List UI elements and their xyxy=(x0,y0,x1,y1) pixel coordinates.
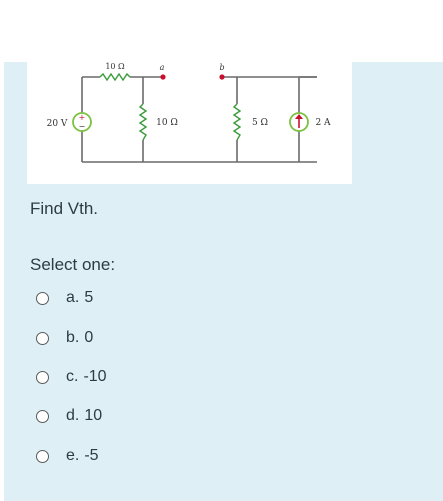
resistor-middle xyxy=(138,103,148,141)
option-text: -10 xyxy=(83,368,107,385)
terminal-b-label: b xyxy=(219,63,224,72)
radio-button[interactable] xyxy=(36,370,49,384)
resistor-middle-label: 10 Ω xyxy=(156,118,178,128)
option-a[interactable]: a. 5 xyxy=(36,287,93,309)
resistor-top xyxy=(99,72,131,82)
radio-button[interactable] xyxy=(36,409,49,423)
svg-text:−: − xyxy=(79,122,86,131)
terminal-a-label: a xyxy=(160,63,165,72)
current-source-icon xyxy=(289,112,309,132)
source-label: 20 V xyxy=(47,119,68,129)
option-letter: e. xyxy=(66,447,80,464)
option-text: 10 xyxy=(84,407,103,424)
circuit-wires xyxy=(81,76,317,163)
option-letter: c. xyxy=(66,368,79,385)
option-e[interactable]: e. -5 xyxy=(36,445,99,467)
circuit-svg: + − 20 V 10 Ω 10 Ω 5 Ω 2 A a b xyxy=(47,62,331,163)
option-d[interactable]: d. 10 xyxy=(36,405,102,427)
select-one-label: Select one: xyxy=(30,255,116,274)
option-letter: b. xyxy=(66,329,80,346)
option-text: -5 xyxy=(84,447,99,464)
option-text: 0 xyxy=(84,329,94,346)
terminal-a-dot xyxy=(160,74,166,80)
radio-button[interactable] xyxy=(36,331,49,345)
option-letter: d. xyxy=(66,407,80,424)
radio-button[interactable] xyxy=(36,291,49,305)
voltage-source-icon: + − xyxy=(72,112,92,132)
resistor-top-label: 10 Ω xyxy=(105,62,125,71)
option-text: 5 xyxy=(84,289,94,306)
terminal-b-dot xyxy=(219,74,225,80)
option-c[interactable]: c. -10 xyxy=(36,366,107,388)
resistor-right xyxy=(232,103,242,141)
option-b[interactable]: b. 0 xyxy=(36,327,93,349)
circuit-diagram: + − 20 V 10 Ω 10 Ω 5 Ω 2 A a b xyxy=(27,62,352,184)
option-letter: a. xyxy=(66,289,80,306)
current-label: 2 A xyxy=(315,118,331,128)
question-text: Find Vth. xyxy=(30,199,99,218)
svg-text:+: + xyxy=(79,113,86,122)
resistor-right-label: 5 Ω xyxy=(252,118,268,128)
radio-button[interactable] xyxy=(36,449,49,463)
